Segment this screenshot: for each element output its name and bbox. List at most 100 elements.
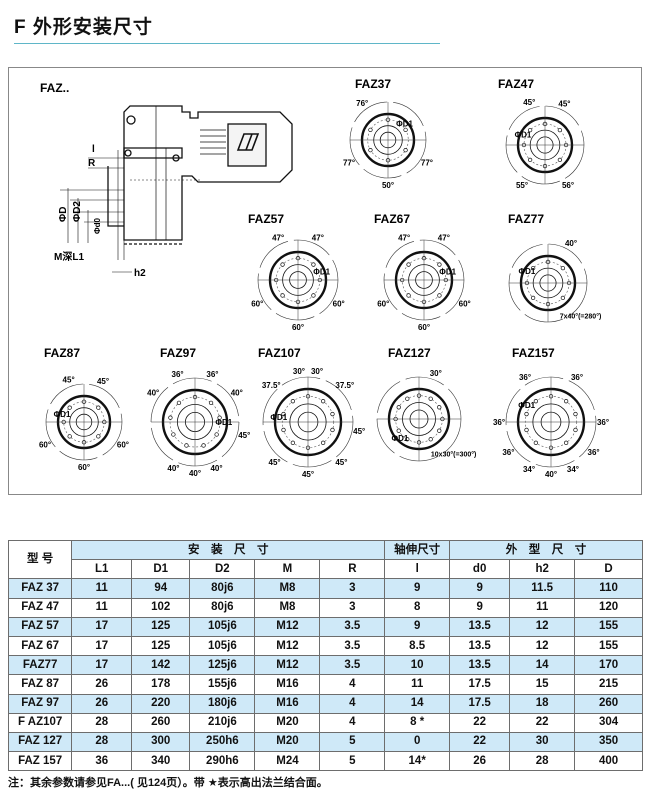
value-cell: M20 bbox=[254, 712, 321, 733]
dim-M: M深L1 bbox=[54, 250, 84, 263]
bolt-hole bbox=[403, 127, 408, 133]
angle-label: 56° bbox=[562, 181, 574, 190]
bolt-hole bbox=[530, 295, 536, 301]
bolt-hole bbox=[311, 262, 316, 267]
angle-label: 60° bbox=[78, 463, 90, 472]
model-cell: FAZ 87 bbox=[7, 674, 73, 695]
angle-label: 77° bbox=[343, 159, 355, 168]
dim-d0: Φd0 bbox=[93, 218, 102, 234]
value-cell: 12 bbox=[509, 616, 576, 637]
angle-label: 60° bbox=[39, 441, 51, 450]
angle-label: 36° bbox=[493, 418, 505, 427]
angle-label: 45° bbox=[269, 458, 281, 467]
angle-label: 37.5° bbox=[335, 381, 354, 390]
dim-D: ΦD bbox=[58, 207, 69, 222]
angle-label: 36° bbox=[571, 373, 583, 382]
angle-label: 40° bbox=[167, 464, 179, 473]
value-cell: 3.5 bbox=[319, 655, 386, 676]
bolt-hole bbox=[330, 411, 335, 417]
value-cell: 105j6 bbox=[189, 635, 256, 657]
angle-dimension-arc bbox=[349, 101, 427, 179]
bolt-hole bbox=[533, 399, 539, 404]
value-cell: 290h6 bbox=[189, 751, 256, 772]
value-cell: 12 bbox=[509, 635, 576, 657]
bolt-hole bbox=[428, 437, 433, 442]
value-cell: 4 bbox=[319, 712, 386, 733]
angle-label: 47° bbox=[272, 233, 284, 242]
value-cell: 11.5 bbox=[509, 578, 576, 599]
angle-label: 40° bbox=[147, 389, 159, 398]
angle-label: 60° bbox=[459, 300, 471, 309]
angle-label: 40° bbox=[231, 389, 243, 398]
main-drawing-label: FAZ.. bbox=[40, 81, 69, 95]
flange-title: FAZ157 bbox=[512, 346, 555, 360]
bolt-hole bbox=[405, 396, 410, 401]
value-cell: M8 bbox=[254, 578, 321, 599]
value-cell: 400 bbox=[574, 751, 643, 772]
value-cell: 9 bbox=[449, 597, 511, 618]
value-cell: M24 bbox=[254, 751, 321, 772]
value-cell: 80j6 bbox=[189, 597, 256, 618]
value-cell: 102 bbox=[131, 597, 191, 618]
angle-label: 60° bbox=[251, 300, 263, 309]
bolt-hole bbox=[280, 262, 285, 267]
model-cell: FAZ 37 bbox=[7, 578, 73, 599]
value-cell: 22 bbox=[449, 731, 511, 753]
value-cell: 10 bbox=[384, 655, 451, 676]
angle-label: 45° bbox=[238, 431, 250, 440]
bolt-hole bbox=[527, 157, 533, 163]
group-header-shaft: 轴伸尺寸 bbox=[384, 539, 451, 561]
value-cell: 304 bbox=[574, 712, 643, 733]
angle-dimension-arc bbox=[508, 243, 588, 323]
value-cell: 170 bbox=[574, 655, 643, 676]
bolt-hole bbox=[524, 427, 529, 433]
value-cell: 300 bbox=[131, 731, 191, 753]
value-cell: 3.5 bbox=[319, 635, 386, 657]
dim-h2: h2 bbox=[134, 268, 146, 279]
value-cell: 215 bbox=[574, 674, 643, 695]
diameter-label: ΦD1 bbox=[396, 119, 413, 128]
value-cell: 250h6 bbox=[189, 731, 256, 753]
flange-title: FAZ107 bbox=[258, 346, 301, 360]
value-cell: 11 bbox=[509, 597, 576, 618]
value-cell: 14* bbox=[384, 751, 451, 772]
diameter-label: ΦD1 bbox=[518, 401, 535, 410]
diameter-label: ΦD1 bbox=[54, 410, 71, 419]
angle-label: 30° bbox=[430, 369, 442, 378]
angle-label: 36° bbox=[172, 370, 184, 379]
bolt-hole bbox=[96, 405, 101, 410]
bolt-hole bbox=[396, 428, 401, 433]
bolt-hole bbox=[214, 432, 219, 437]
angle-label: 36° bbox=[519, 373, 531, 382]
value-cell: 110 bbox=[574, 578, 643, 599]
column-header-l1: L1 bbox=[71, 559, 133, 580]
bolt-hole bbox=[320, 399, 326, 404]
bolt-hole bbox=[281, 411, 286, 417]
angle-label: 55° bbox=[516, 181, 528, 190]
angle-label: 60° bbox=[333, 300, 345, 309]
model-cell: F AZ107 bbox=[7, 712, 73, 733]
value-cell: 17 bbox=[71, 635, 133, 657]
bolt-hole bbox=[67, 405, 72, 410]
angle-dimension-arc bbox=[383, 239, 465, 321]
dim-D2: ΦD2 bbox=[72, 201, 83, 222]
bolt-hole bbox=[563, 440, 569, 445]
angle-dimension-arc bbox=[45, 383, 123, 461]
model-cell: FAZ 157 bbox=[7, 751, 73, 772]
angle-label: 45° bbox=[558, 99, 570, 108]
value-cell: 26 bbox=[71, 674, 133, 695]
value-cell: 3 bbox=[319, 597, 386, 618]
column-header-d2: D2 bbox=[189, 559, 256, 580]
angle-label: 47° bbox=[398, 233, 410, 242]
bolt-hole bbox=[560, 265, 566, 271]
bolt-hole bbox=[428, 396, 433, 401]
angle-label: 36° bbox=[502, 448, 514, 457]
column-header-d0: d0 bbox=[449, 559, 511, 580]
bolt-hole bbox=[368, 147, 373, 153]
